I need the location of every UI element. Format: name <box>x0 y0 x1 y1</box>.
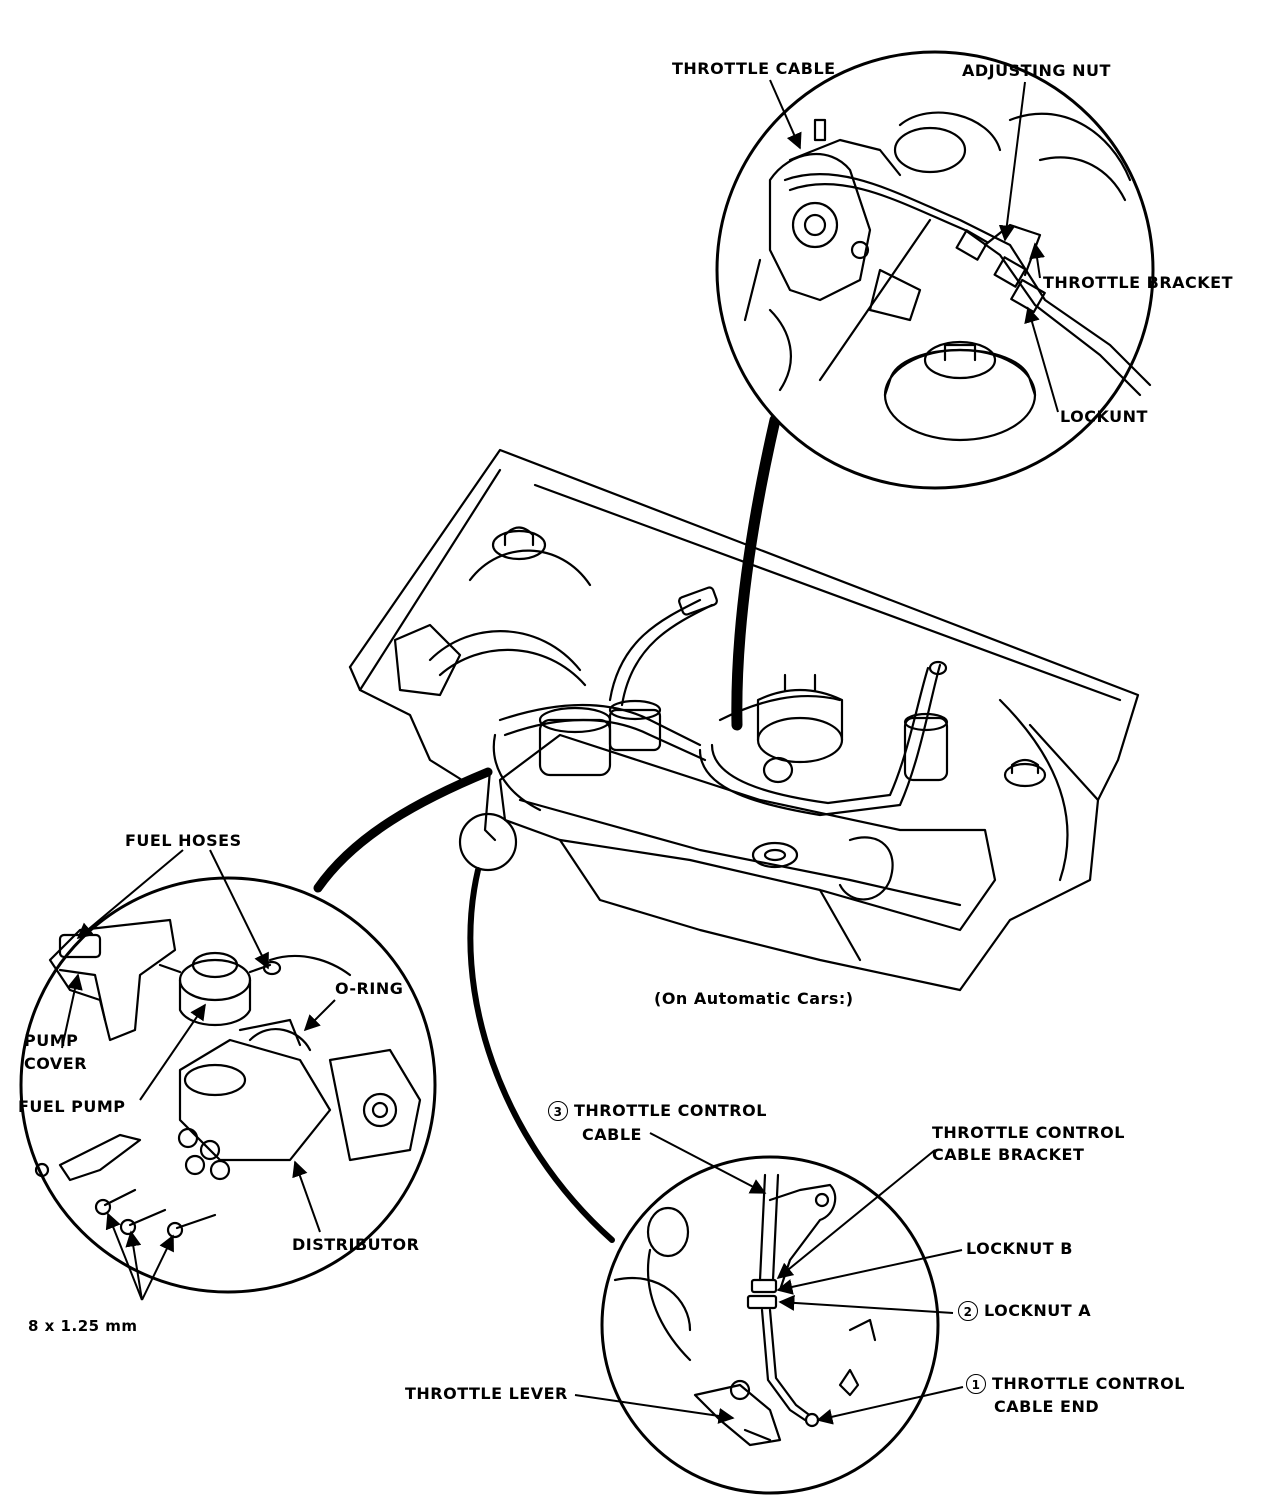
label-bolt-size: 8 x 1.25 mm <box>28 1317 138 1335</box>
label-adjusting-nut: ADJUSTING NUT <box>962 61 1111 80</box>
throttle-control-detail <box>600 1155 940 1495</box>
label-pump-cover-line1: PUMP <box>24 1031 79 1050</box>
engine-bay <box>348 448 1140 992</box>
callout-number-1: 1 <box>966 1374 986 1394</box>
label-cable-end-line1: 1 THROTTLE CONTROL <box>966 1373 1185 1395</box>
label-throttle-control-cable-text: THROTTLE CONTROL <box>574 1101 767 1120</box>
leader-lines <box>61 79 1059 1425</box>
label-throttle-cable: THROTTLE CABLE <box>672 59 836 78</box>
label-locknut-a: 2 LOCKNUT A <box>958 1300 1091 1322</box>
label-pump-cover-line2: COVER <box>24 1054 88 1073</box>
label-fuel-hoses: FUEL HOSES <box>125 831 242 850</box>
label-cable-end-text: THROTTLE CONTROL <box>992 1374 1185 1393</box>
label-locknut-b: LOCKNUT B <box>966 1239 1073 1258</box>
label-locknut: LOCKUNT <box>1060 407 1148 426</box>
label-cable-end-line2: CABLE END <box>994 1397 1100 1416</box>
label-cable-bracket-line1: THROTTLE CONTROL <box>932 1123 1125 1142</box>
label-throttle-control-cable-line1: 3 THROTTLE CONTROL <box>548 1100 767 1122</box>
label-o-ring: O-RING <box>335 979 404 998</box>
callout-number-2: 2 <box>958 1301 978 1321</box>
caption-automatic-cars: (On Automatic Cars:) <box>654 989 854 1008</box>
label-cable-bracket-line2: CABLE BRACKET <box>932 1145 1085 1164</box>
label-throttle-control-cable-line2: CABLE <box>582 1125 642 1144</box>
label-throttle-lever: THROTTLE LEVER <box>405 1384 568 1403</box>
label-distributor: DISTRIBUTOR <box>292 1235 420 1254</box>
label-locknut-a-text: LOCKNUT A <box>984 1301 1092 1320</box>
throttle-cable-detail <box>715 50 1155 490</box>
fuel-pump-detail <box>19 876 437 1294</box>
callout-number-3: 3 <box>548 1101 568 1121</box>
callout-connectors <box>313 414 781 1243</box>
label-throttle-bracket: THROTTLE BRACKET <box>1043 273 1233 292</box>
label-fuel-pump: FUEL PUMP <box>18 1097 126 1116</box>
